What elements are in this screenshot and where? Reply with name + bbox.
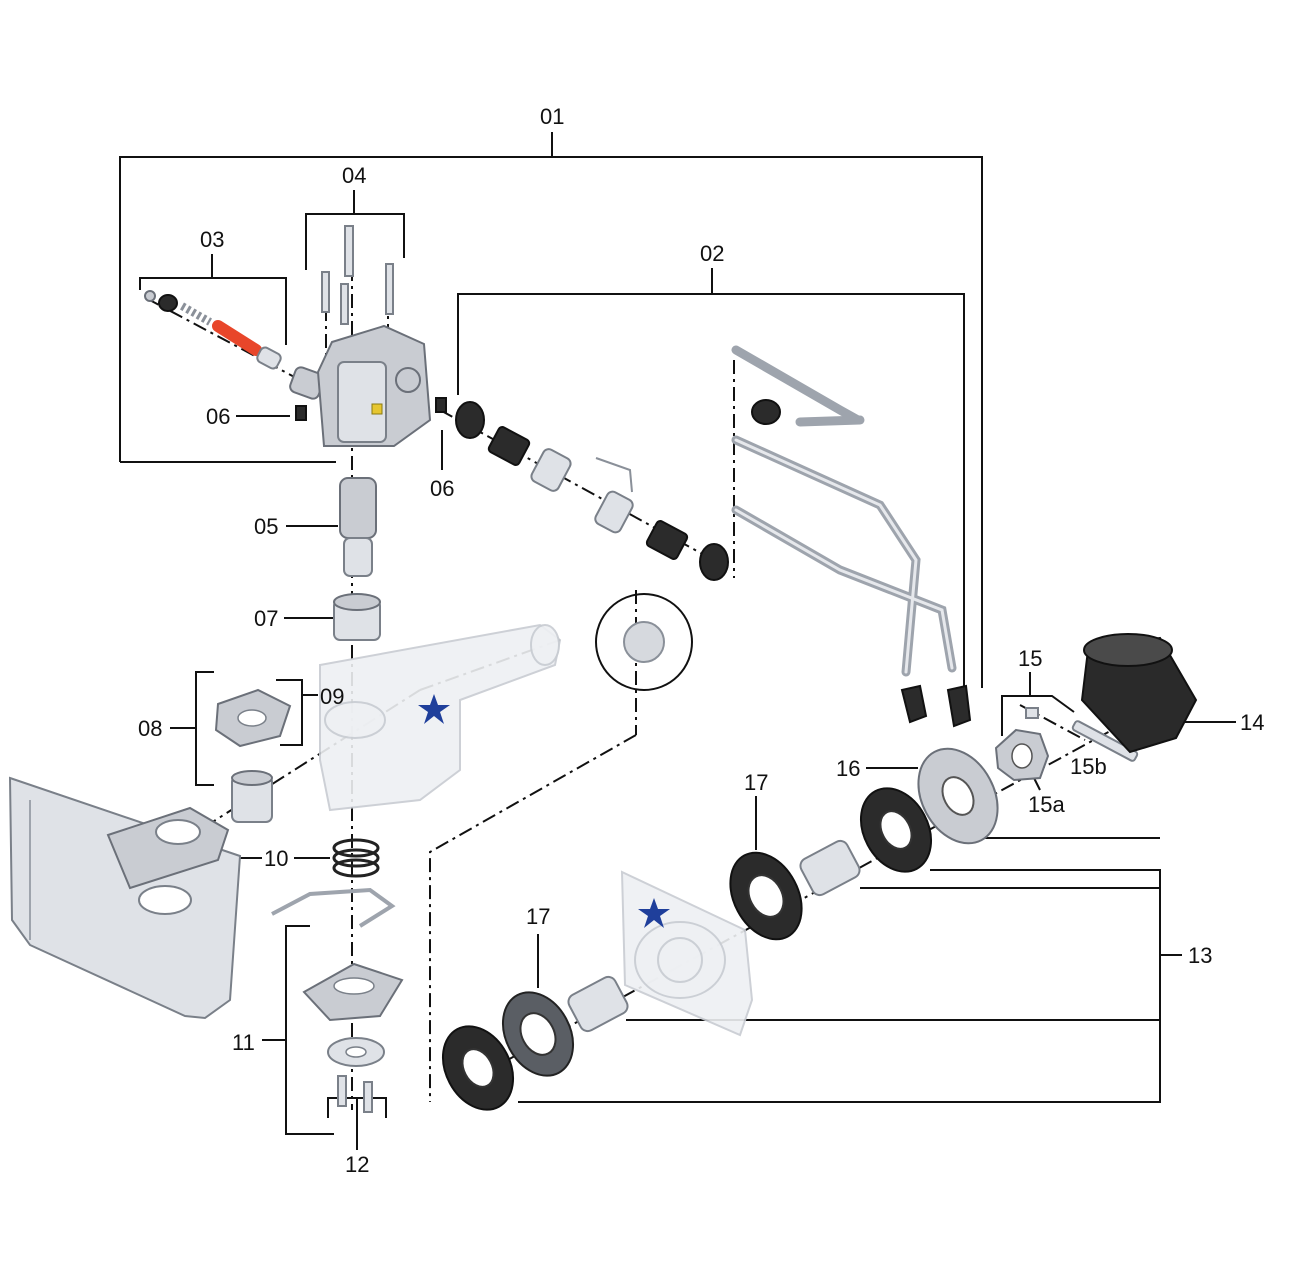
label-06-right: 06 bbox=[430, 476, 454, 501]
label-06-left: 06 bbox=[206, 404, 230, 429]
bushing-13-upper bbox=[799, 839, 861, 897]
bushing-13-lower bbox=[567, 975, 629, 1033]
label-10: 10 bbox=[264, 846, 288, 871]
label-15a: 15a bbox=[1028, 792, 1065, 817]
washer-16 bbox=[917, 747, 999, 845]
label-11: 11 bbox=[232, 1030, 255, 1055]
label-12: 12 bbox=[345, 1152, 369, 1177]
bolts-12 bbox=[337, 1075, 373, 1113]
label-17-upper: 17 bbox=[744, 770, 768, 795]
label-07: 07 bbox=[254, 606, 278, 631]
washer-13 bbox=[859, 787, 933, 873]
clip-11 bbox=[271, 887, 404, 1067]
label-17-lower: 17 bbox=[526, 904, 550, 929]
pin-05 bbox=[339, 477, 377, 577]
coupling-head bbox=[8, 776, 242, 1020]
cover-14 bbox=[1080, 633, 1198, 754]
assembly-brackets bbox=[119, 132, 1236, 1150]
washer-17-upper bbox=[729, 851, 803, 941]
detail-circle bbox=[595, 593, 693, 691]
spring-assembly bbox=[455, 401, 729, 581]
washer-17-lower bbox=[441, 1025, 515, 1111]
star-icon bbox=[418, 694, 450, 724]
star-markers bbox=[418, 694, 670, 928]
label-05: 05 bbox=[254, 514, 278, 539]
housing-block bbox=[295, 225, 447, 447]
label-15b: 15b bbox=[1070, 754, 1107, 779]
bushing-07 bbox=[333, 593, 381, 641]
label-08: 08 bbox=[138, 716, 162, 741]
label-14: 14 bbox=[1240, 710, 1264, 735]
washer-17-lower-b bbox=[501, 991, 575, 1077]
nut-15a bbox=[994, 728, 1050, 782]
spring-10 bbox=[332, 838, 380, 878]
label-09: 09 bbox=[320, 684, 344, 709]
label-02: 02 bbox=[700, 241, 724, 266]
center-lines bbox=[89, 240, 1146, 1110]
bolt-15b bbox=[1025, 707, 1139, 762]
label-01: 01 bbox=[540, 104, 564, 129]
part-labels: 01 04 03 02 06 06 05 07 09 08 10 11 12 1… bbox=[138, 104, 1264, 1177]
label-03: 03 bbox=[200, 227, 224, 252]
label-16: 16 bbox=[836, 756, 860, 781]
label-04: 04 bbox=[342, 163, 366, 188]
sleeve-08 bbox=[231, 770, 273, 823]
plate-09 bbox=[214, 688, 292, 748]
label-15: 15 bbox=[1018, 646, 1042, 671]
star-icon bbox=[638, 898, 670, 928]
lever-rods bbox=[731, 345, 972, 728]
label-13: 13 bbox=[1188, 943, 1212, 968]
